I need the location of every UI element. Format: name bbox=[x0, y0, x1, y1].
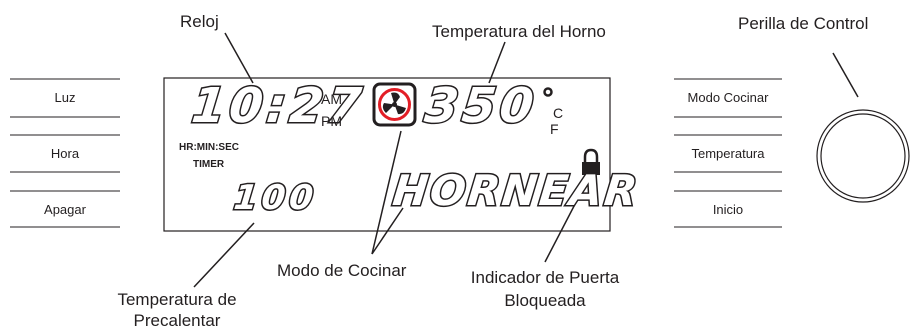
callout-control-knob: Perilla de Control bbox=[738, 14, 869, 33]
unit-c: C bbox=[553, 105, 564, 121]
button-temperatura[interactable]: Temperatura bbox=[691, 146, 765, 161]
timer-label: TIMER bbox=[193, 159, 225, 170]
button-modo-cocinar[interactable]: Modo Cocinar bbox=[687, 90, 769, 105]
timer-caption: HR:MIN:SEC bbox=[179, 142, 239, 153]
temperature-display: 350 bbox=[421, 77, 542, 136]
mode-display: HORNEAR bbox=[389, 165, 643, 217]
lock-icon bbox=[582, 148, 600, 175]
left-button-lines bbox=[10, 78, 120, 228]
button-inicio[interactable]: Inicio bbox=[712, 202, 744, 217]
unit-f: F bbox=[550, 121, 559, 137]
am-indicator: AM bbox=[321, 91, 342, 107]
control-knob[interactable] bbox=[816, 109, 910, 203]
callout-door-lock: Indicador de Puerta Bloqueada bbox=[470, 268, 620, 310]
pm-indicator: PM bbox=[321, 113, 342, 129]
button-luz[interactable]: Luz bbox=[54, 90, 76, 105]
callout-oven-temperature: Temperatura del Horno bbox=[432, 22, 606, 41]
right-button-lines bbox=[674, 78, 782, 228]
callout-preheat-temperature: Temperatura de Precalentar bbox=[117, 290, 237, 330]
fan-icon bbox=[372, 82, 417, 127]
preheat-display: 100 bbox=[230, 177, 320, 220]
degree-symbol bbox=[543, 87, 553, 97]
callout-cook-mode: Modo de Cocinar bbox=[277, 261, 407, 280]
callout-clock: Reloj bbox=[180, 12, 219, 31]
callout-lines bbox=[193, 32, 859, 288]
button-hora[interactable]: Hora bbox=[50, 146, 80, 161]
button-apagar[interactable]: Apagar bbox=[44, 202, 86, 217]
